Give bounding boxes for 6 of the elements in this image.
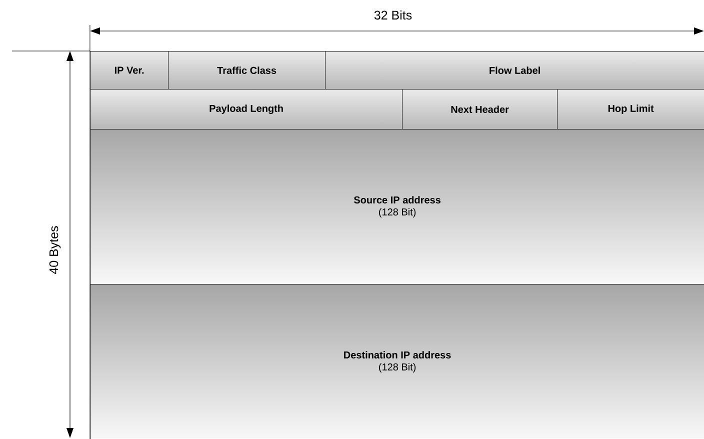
dimension-label: 32 Bits bbox=[374, 10, 412, 20]
field-box: IP Ver. bbox=[90, 51, 169, 90]
dimension-label: 40 Bytes bbox=[49, 226, 61, 274]
field-box: Next Header bbox=[402, 89, 558, 130]
field-box: Hop Limit bbox=[557, 89, 704, 130]
field-box: Destination IP address (128 Bit) bbox=[90, 284, 704, 439]
